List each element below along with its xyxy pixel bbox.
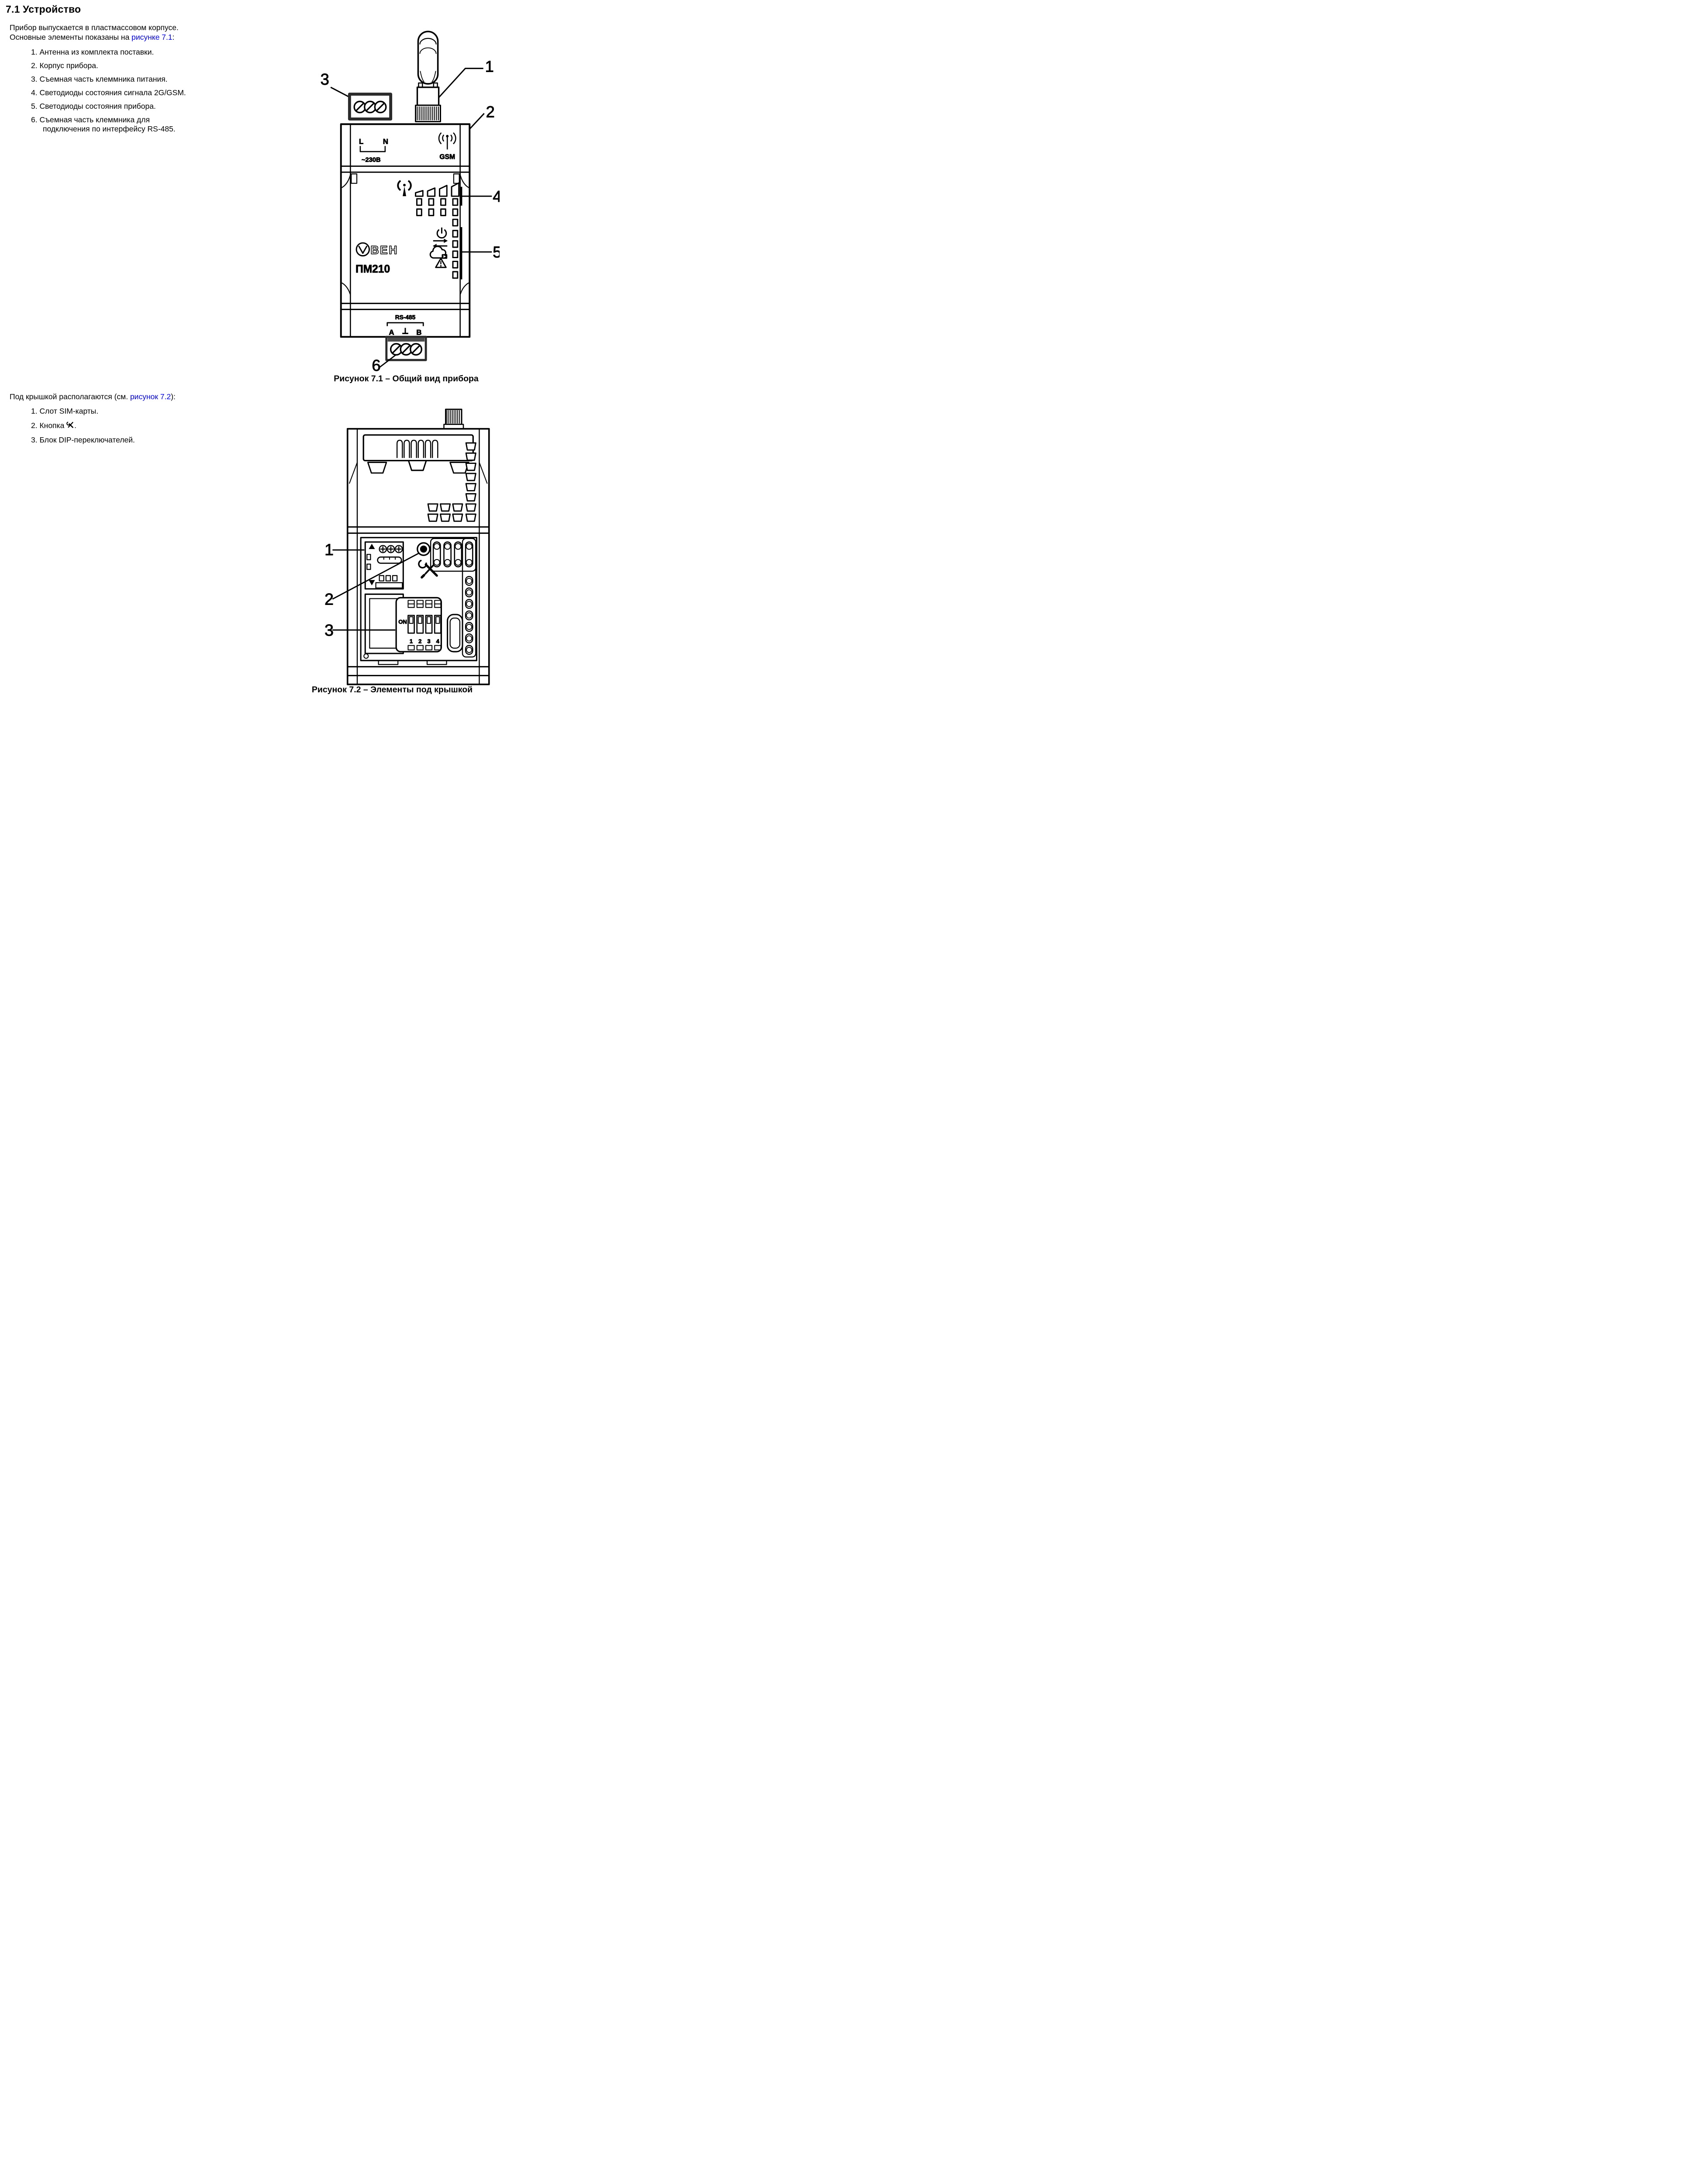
- figure-7-1-device-drawing: 3: [320, 31, 500, 372]
- rs485-label: RS-485: [395, 314, 416, 321]
- dip-1-label: 1: [410, 638, 413, 645]
- callout-5: 5: [493, 243, 500, 261]
- dip-on-label: ON: [398, 619, 407, 625]
- terminal-n-label: N: [383, 137, 388, 145]
- callout-6: 6: [372, 356, 380, 372]
- power-icon: [436, 227, 447, 238]
- intro-line1: Прибор выпускается в пластмассовом корпу…: [10, 23, 179, 32]
- callout-3: 3: [321, 70, 329, 88]
- oven-logo-letters: ВЕН: [370, 244, 398, 257]
- led-openings-grid: [427, 503, 463, 522]
- rs485-bracket: [386, 322, 424, 326]
- list-item: 6. Съемная часть клеммника для: [31, 115, 150, 124]
- signal-strength-leds: [397, 180, 460, 216]
- dip-3-label: 3: [427, 638, 430, 645]
- intro-line2-prefix: Основные элементы показаны на: [10, 33, 132, 41]
- list-item: 2. Корпус прибора.: [31, 61, 98, 70]
- rs485-a-label: A: [389, 328, 394, 336]
- intro-line2: Основные элементы показаны на рисунке 7.…: [10, 32, 298, 42]
- list-item-prefix: 2. Кнопка: [31, 421, 67, 430]
- sim-card-slot: [364, 541, 404, 590]
- case-tab: [426, 660, 447, 665]
- list-item-suffix: .: [74, 421, 77, 430]
- dip-2-label: 2: [418, 638, 421, 645]
- device-case: [340, 123, 471, 338]
- antenna-thread-hatch: [417, 106, 439, 121]
- status-leds: [429, 218, 459, 279]
- cloud-icon: [429, 245, 448, 259]
- under-cover-prefix: Под крышкой располагаются (см.: [10, 392, 130, 401]
- list-item: 4. Светодиоды состояния сигнала 2G/GSM.: [31, 88, 186, 97]
- power-terminal-block: [348, 93, 393, 121]
- usb-port[interactable]: [447, 614, 463, 653]
- rs485-b-label: B: [416, 328, 421, 336]
- wrench-icon: [66, 422, 74, 428]
- figure-7-2-link[interactable]: рисунок 7.2: [130, 392, 171, 401]
- manual-page: 7.1 Устройство Прибор выпускается в плас…: [0, 0, 514, 699]
- page-title: 7.1 Устройство: [6, 3, 81, 15]
- callout-2: 2: [486, 103, 495, 121]
- list-item: 5. Светодиоды состояния прибора.: [31, 102, 156, 111]
- oven-logo: ВЕН: [355, 242, 398, 257]
- led-openings-column: [465, 442, 476, 522]
- case-tab: [378, 660, 399, 665]
- ln-bracket: [359, 146, 386, 152]
- under-cover-suffix: ):: [171, 392, 176, 401]
- callout-2-leader: [332, 552, 420, 600]
- list-item-continuation: подключения по интерфейсу RS-485.: [43, 124, 176, 133]
- callout-4: 4: [493, 187, 500, 205]
- under-cover-paragraph: Под крышкой располагаются (см. рисунок 7…: [10, 392, 298, 401]
- main-elements-list: 1. Антенна из комплекта поставки. 2. Кор…: [31, 48, 276, 138]
- warning-icon: [435, 258, 447, 268]
- gsm-signal-icon: [438, 132, 456, 150]
- under-cover-list: 1. Слот SIM-карты. 2. Кнопка . 3. Блок D…: [31, 407, 276, 450]
- callout-2: 2: [324, 590, 334, 608]
- figure-7-1-link[interactable]: рисунке 7.1: [131, 33, 173, 41]
- earth-icon: [402, 328, 408, 334]
- model-label: ПМ210: [355, 263, 390, 275]
- list-item: 2. Кнопка .: [31, 421, 276, 430]
- rs485-terminal-block: [385, 335, 427, 361]
- figure-7-2-device-drawing: ON 1 2 3 4: [324, 408, 490, 685]
- dip-switch-block[interactable]: ON 1 2 3 4: [395, 597, 442, 653]
- dip-4-label: 4: [436, 638, 440, 645]
- callout-1-leader: [438, 68, 483, 98]
- figure-7-1-caption: Рисунок 7.1 – Общий вид прибора: [334, 374, 479, 384]
- intro-line2-suffix: :: [172, 33, 175, 41]
- callout-6-leader: [379, 354, 397, 368]
- callout-1: 1: [324, 540, 334, 559]
- callout-3: 3: [324, 621, 334, 639]
- antenna-tower-icon: [397, 180, 412, 197]
- list-item: 1. Слот SIM-карты.: [31, 407, 99, 415]
- antenna-connector: [443, 408, 464, 429]
- service-button[interactable]: [417, 542, 431, 556]
- din-rail-latch: [362, 434, 474, 474]
- intro-paragraph: Прибор выпускается в пластмассовом корпу…: [10, 23, 298, 42]
- figure-7-2-caption: Рисунок 7.2 – Элементы под крышкой: [311, 685, 473, 695]
- list-item: 1. Антенна из комплекта поставки.: [31, 48, 154, 56]
- terminal-l-label: L: [359, 137, 363, 145]
- terminal-pin-openings: [430, 538, 476, 658]
- gsm-label: GSM: [439, 153, 455, 161]
- list-item: 3. Блок DIP-переключателей.: [31, 435, 135, 444]
- gsm-antenna: [415, 31, 441, 122]
- voltage-label: ~230В: [362, 157, 381, 164]
- list-item: 3. Съемная часть клеммника питания.: [31, 75, 168, 83]
- callout-1: 1: [485, 57, 494, 75]
